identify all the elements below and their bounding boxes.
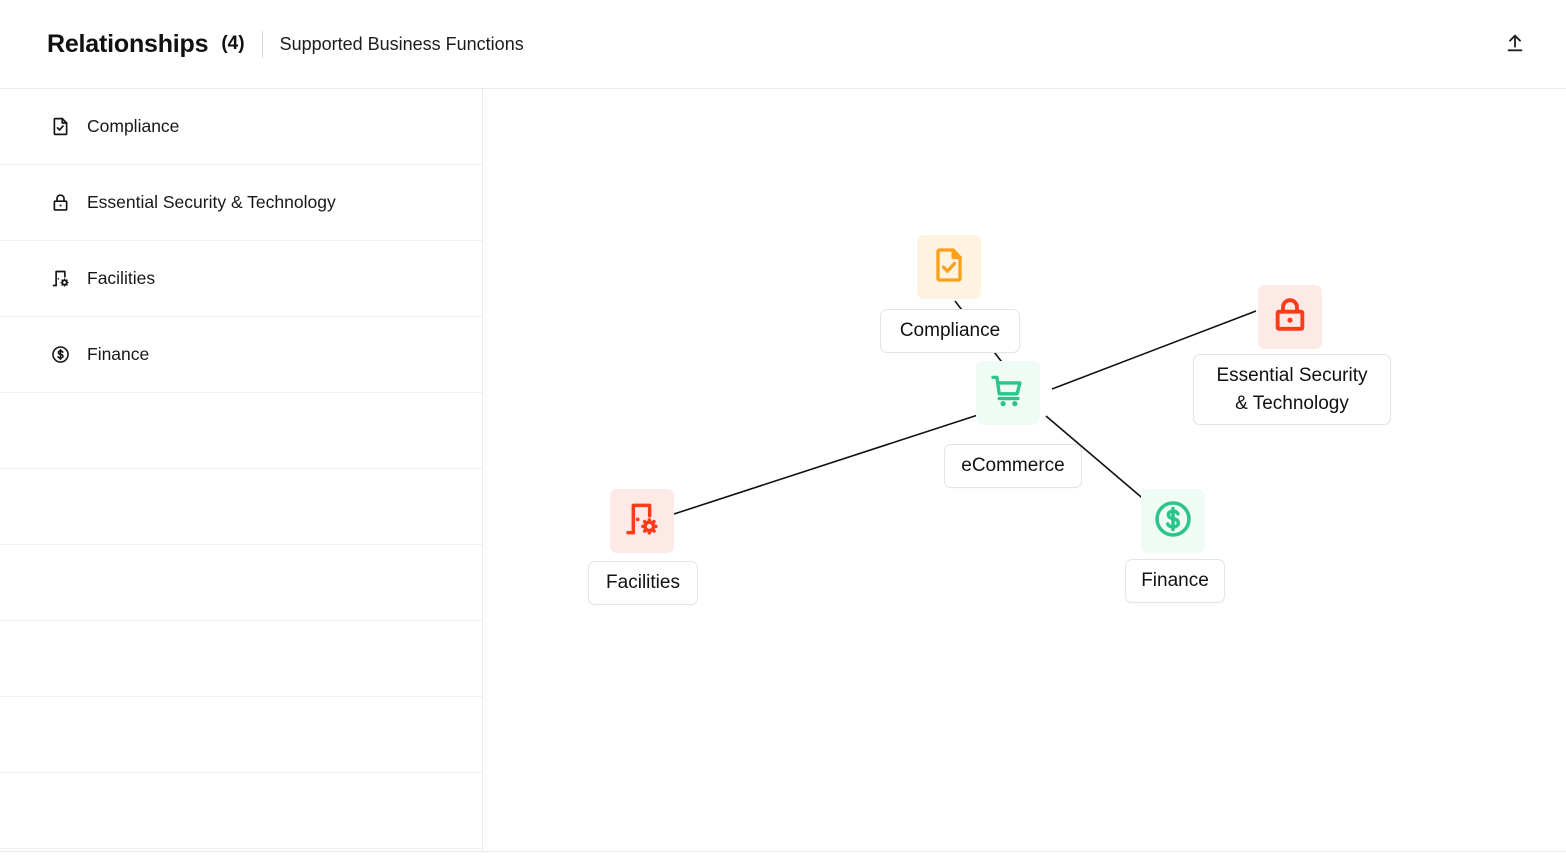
page-subtitle: Supported Business Functions <box>279 33 524 54</box>
facilities-node-icon-tile[interactable] <box>610 489 674 553</box>
sidebar-item-label: Essential Security & Technology <box>87 192 336 212</box>
sidebar-empty-row <box>0 545 482 621</box>
dollar-circle-icon <box>49 344 71 366</box>
sidebar-item-label: Facilities <box>87 268 156 288</box>
graph-edge <box>1051 310 1257 390</box>
relationships-sidebar[interactable]: Compliance Essential Security & Technolo… <box>0 89 483 851</box>
page-header: Relationships (4) Supported Business Fun… <box>0 0 1566 89</box>
page-title: Relationships <box>47 29 209 58</box>
door-gear-icon <box>49 268 71 290</box>
document-check-icon <box>49 116 71 138</box>
sidebar-empty-row <box>0 469 482 545</box>
sidebar-item-finance[interactable]: Finance <box>0 317 482 393</box>
page-bottom-border <box>0 851 1566 852</box>
sidebar-item-facilities[interactable]: Facilities <box>0 241 482 317</box>
sidebar-item-label: Compliance <box>87 116 180 136</box>
dollar-circle-icon <box>1151 497 1195 546</box>
shopping-cart-icon <box>987 370 1029 417</box>
compliance-node-label[interactable]: Compliance <box>880 309 1020 353</box>
document-check-icon <box>929 245 969 290</box>
facilities-node-label[interactable]: Facilities <box>588 561 698 605</box>
essential-security-node-label[interactable]: Essential Security & Technology <box>1193 354 1391 426</box>
sidebar-item-label: Finance <box>87 344 150 364</box>
sidebar-item-compliance[interactable]: Compliance <box>0 89 482 165</box>
relationship-graph-canvas[interactable]: Compliance Essential Security & Technolo… <box>484 89 1566 851</box>
header-divider <box>261 30 263 58</box>
sidebar-empty-row <box>0 621 482 697</box>
graph-edge <box>673 413 982 515</box>
lock-icon <box>49 192 71 214</box>
sidebar-empty-row <box>0 697 482 773</box>
sidebar-empty-row <box>0 773 482 849</box>
ecommerce-node-icon-tile[interactable] <box>976 361 1040 425</box>
export-button[interactable] <box>1498 27 1532 61</box>
relationship-count: (4) <box>221 33 245 54</box>
door-gear-icon <box>622 499 662 544</box>
lock-icon <box>1270 295 1310 340</box>
sidebar-item-essential-security-technology[interactable]: Essential Security & Technology <box>0 165 482 241</box>
sidebar-empty-row <box>0 393 482 469</box>
graph-edge <box>1045 415 1148 503</box>
compliance-node-icon-tile[interactable] <box>917 235 981 299</box>
essential-security-node-icon-tile[interactable] <box>1258 285 1322 349</box>
ecommerce-node-label[interactable]: eCommerce <box>944 444 1082 488</box>
header-title-group: Relationships (4) Supported Business Fun… <box>47 30 524 59</box>
finance-node-label[interactable]: Finance <box>1125 559 1225 603</box>
upload-icon <box>1504 32 1526 57</box>
finance-node-icon-tile[interactable] <box>1141 489 1205 553</box>
